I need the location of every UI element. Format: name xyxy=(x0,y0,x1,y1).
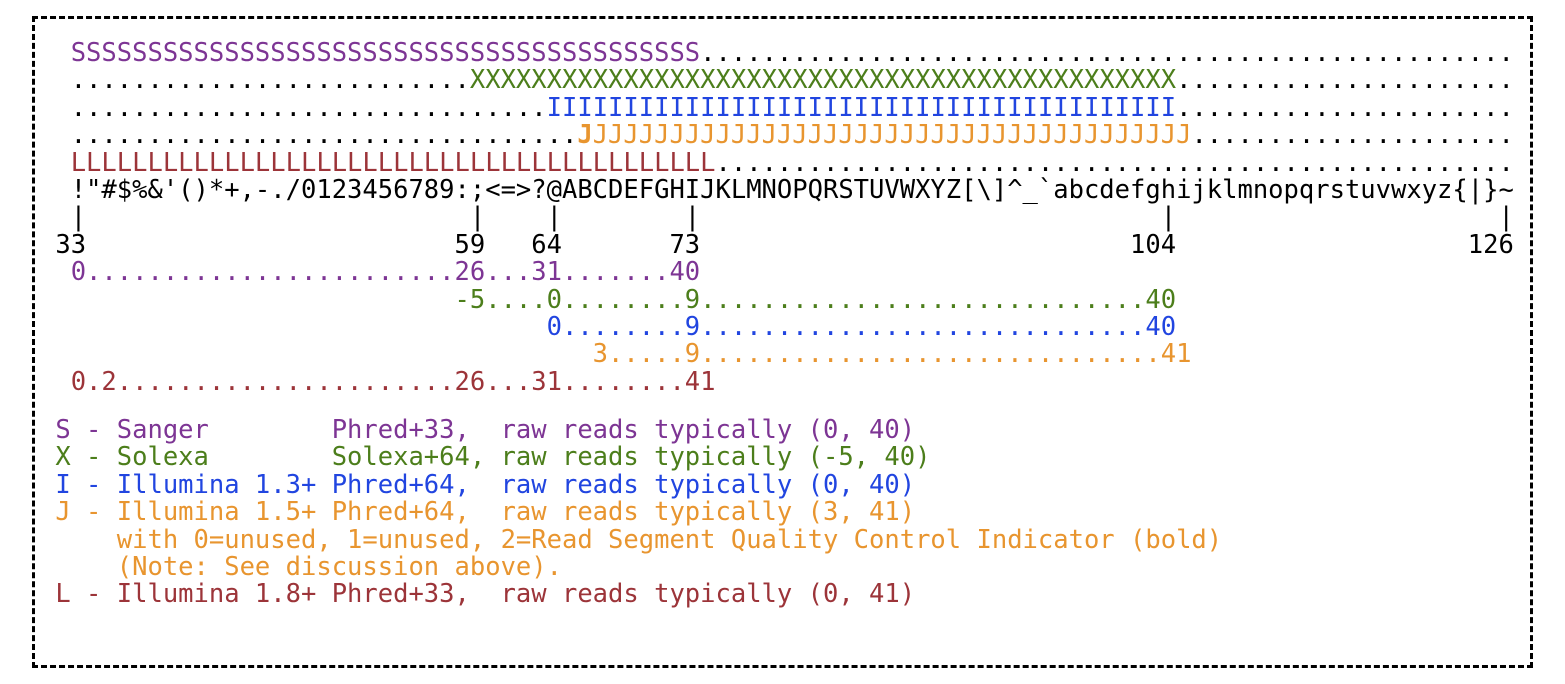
illumina15-range-row: .................................JJJJJJJ… xyxy=(40,120,1530,151)
sanger-range-row: SSSSSSSSSSSSSSSSSSSSSSSSSSSSSSSSSSSSSSSS… xyxy=(40,38,1530,68)
legend-illumina15-text: J - Illumina 1.5+ Phred+64, raw reads ty… xyxy=(40,497,916,528)
rsqci-bold-j: J xyxy=(577,120,593,151)
solexa-range-row: ..........................XXXXXXXXXXXXXX… xyxy=(40,67,1530,94)
filler-dots: ........................................… xyxy=(700,38,1514,68)
filler-dots: ...................... xyxy=(1176,92,1514,123)
solexa-letters: XXXXXXXXXXXXXXXXXXXXXXXXXXXXXXXXXXXXXXXX… xyxy=(469,65,1177,96)
illumina18-range-row: LLLLLLLLLLLLLLLLLLLLLLLLLLLLLLLLLLLLLLLL… xyxy=(40,147,1530,178)
legend-sanger-text: S - Sanger Phred+33, raw reads typically… xyxy=(40,415,916,446)
legend-illumina15-note2-row: (Note: See discussion above). xyxy=(40,552,1530,583)
filler-dots: ..................... xyxy=(1191,120,1514,151)
dashed-border-frame: SSSSSSSSSSSSSSSSSSSSSSSSSSSSSSSSSSSSSSSS… xyxy=(32,16,1533,668)
tick-marks: | | | | | | xyxy=(40,202,1514,233)
tick-marks-row: | | | | | | xyxy=(40,204,1530,231)
illumina15-quality-scale: 3.....9..............................41 xyxy=(40,339,1192,370)
encoding-legend: S - Sanger Phred+33, raw reads typically… xyxy=(35,415,1530,609)
ascii-codes-row: 33 59 64 73 104 126 xyxy=(40,229,1530,260)
filler-dots: ................................. xyxy=(40,120,578,151)
ascii-characters-row: !"#$%&'()*+,-./0123456789:;<=>?@ABCDEFGH… xyxy=(40,174,1530,205)
sanger-quality-scale: 0........................26...31.......4… xyxy=(40,257,701,288)
illumina18-scale-row: 0.2......................26...31........… xyxy=(40,366,1530,397)
legend-illumina15-note1-row: with 0=unused, 1=unused, 2=Read Segment … xyxy=(40,524,1530,555)
filler-dots: ............................... xyxy=(40,92,547,123)
illumina18-quality-scale: 0.2......................26...31........… xyxy=(40,366,716,397)
illumina13-scale-row: 0........9.............................4… xyxy=(40,311,1530,342)
illumina15-scale-row: 3.....9..............................41 xyxy=(40,341,1530,368)
filler-dots: .......................... xyxy=(40,65,470,96)
illumina13-quality-scale: 0........9.............................4… xyxy=(40,311,1177,342)
ascii-code-labels: 33 59 64 73 104 126 xyxy=(40,229,1514,260)
filler-dots: ...................... xyxy=(1176,65,1514,96)
illumina15-letters: JJJJJJJJJJJJJJJJJJJJJJJJJJJJJJJJJJJJJJJ xyxy=(592,120,1192,151)
legend-illumina13-row: I - Illumina 1.3+ Phred+64, raw reads ty… xyxy=(40,469,1530,500)
illumina13-letters: IIIIIIIIIIIIIIIIIIIIIIIIIIIIIIIIIIIIIIII… xyxy=(546,92,1177,123)
sanger-scale-row: 0........................26...31.......4… xyxy=(40,257,1530,288)
legend-illumina15-note1-text: with 0=unused, 1=unused, 2=Read Segment … xyxy=(40,524,1223,555)
sanger-letters: SSSSSSSSSSSSSSSSSSSSSSSSSSSSSSSSSSSSSSSS… xyxy=(40,38,701,68)
legend-illumina13-text: I - Illumina 1.3+ Phred+64, raw reads ty… xyxy=(40,469,916,500)
legend-illumina15-row: J - Illumina 1.5+ Phred+64, raw reads ty… xyxy=(40,499,1530,526)
illumina13-range-row: ...............................IIIIIIIII… xyxy=(40,92,1530,123)
legend-illumina18-text: L - Illumina 1.8+ Phred+33, raw reads ty… xyxy=(40,579,916,610)
legend-solexa-row: X - Solexa Solexa+64, raw reads typicall… xyxy=(40,444,1530,471)
filler-dots: ........................................… xyxy=(715,147,1514,178)
legend-illumina15-note2-text: (Note: See discussion above). xyxy=(40,552,562,583)
fastq-quality-encoding-diagram: SSSSSSSSSSSSSSSSSSSSSSSSSSSSSSSSSSSSSSSS… xyxy=(35,19,1530,396)
ascii-characters: !"#$%&'()*+,-./0123456789:;<=>?@ABCDEFGH… xyxy=(40,174,1514,205)
legend-sanger-row: S - Sanger Phred+33, raw reads typically… xyxy=(40,415,1530,446)
illumina18-letters: LLLLLLLLLLLLLLLLLLLLLLLLLLLLLLLLLLLLLLLL… xyxy=(40,147,716,178)
legend-illumina18-row: L - Illumina 1.8+ Phred+33, raw reads ty… xyxy=(40,581,1530,608)
legend-solexa-text: X - Solexa Solexa+64, raw reads typicall… xyxy=(40,442,931,473)
solexa-scale-row: -5....0........9........................… xyxy=(40,284,1530,315)
solexa-quality-scale: -5....0........9........................… xyxy=(40,284,1177,315)
